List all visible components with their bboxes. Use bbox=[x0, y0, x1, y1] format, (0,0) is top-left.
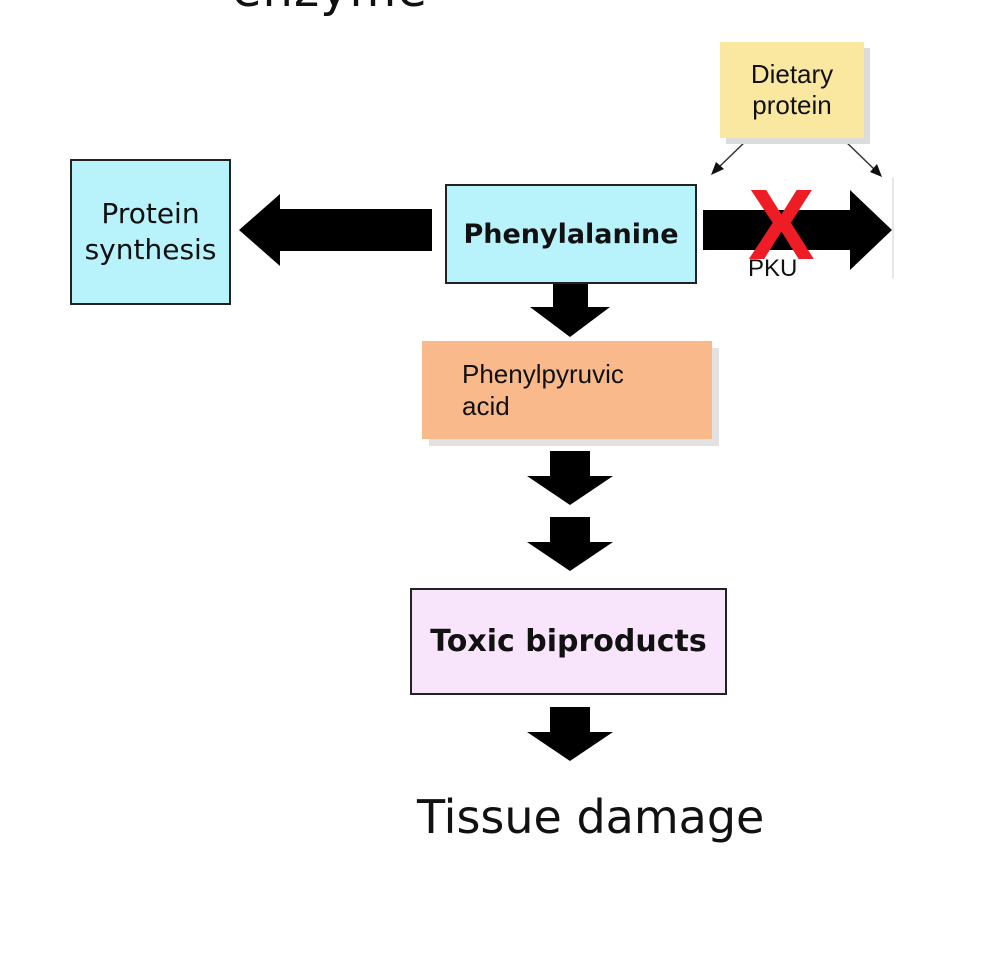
node-phenylpyruvic-acid: Phenylpyruvic acid bbox=[422, 341, 712, 439]
pku-label: PKU bbox=[748, 255, 798, 282]
protein-synthesis-label: Protein synthesis bbox=[84, 196, 217, 266]
arrow-to-phenylpyruvic bbox=[530, 284, 610, 337]
diet-arrowhead-right bbox=[870, 164, 882, 177]
node-dietary-protein: Dietary protein bbox=[720, 42, 864, 138]
arrow-down-2 bbox=[527, 517, 613, 571]
arrow-to-tissue-damage bbox=[527, 707, 613, 761]
phenylpyruvic-acid-label: Phenylpyruvic acid bbox=[462, 358, 624, 422]
diet-arrow-right bbox=[842, 138, 876, 171]
phenylalanine-label: Phenylalanine bbox=[463, 218, 679, 250]
arrow-down-1 bbox=[527, 451, 613, 505]
toxic-biproducts-label: Toxic biproducts bbox=[430, 624, 707, 659]
diet-arrow-left bbox=[717, 138, 749, 169]
slide-title-fragment: enzyme bbox=[232, 0, 428, 18]
arrow-to-protein-synthesis bbox=[239, 194, 432, 266]
node-protein-synthesis: Protein synthesis bbox=[70, 159, 231, 305]
node-toxic-biproducts: Toxic biproducts bbox=[410, 588, 727, 695]
node-tissue-damage: Tissue damage bbox=[417, 790, 765, 844]
arrow-pku-blocked bbox=[703, 190, 892, 270]
diet-arrowhead-left bbox=[711, 162, 724, 175]
blocked-x-icon: X bbox=[748, 169, 815, 281]
dietary-protein-label: Dietary protein bbox=[750, 58, 834, 120]
node-phenylalanine: Phenylalanine bbox=[445, 184, 697, 284]
